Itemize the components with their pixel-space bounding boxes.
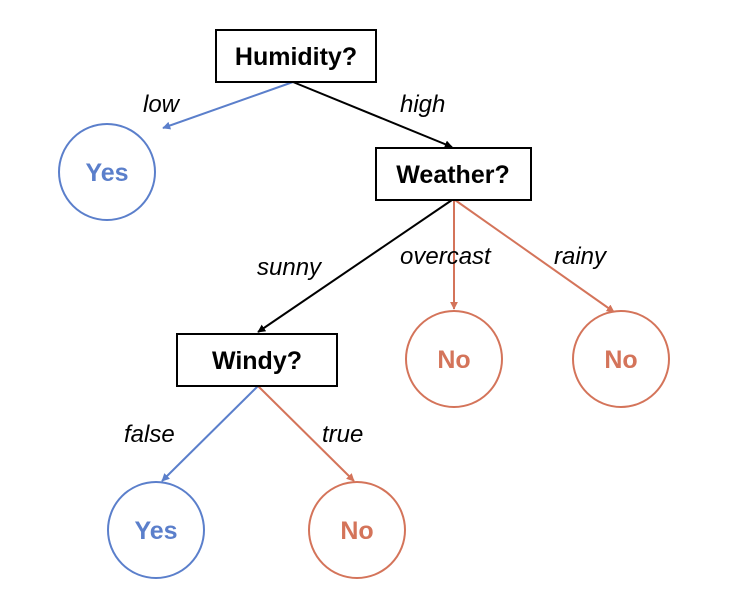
edge-high: [292, 81, 453, 148]
decision-label-windy: Windy?: [212, 347, 302, 375]
edge-sunny: [257, 199, 453, 333]
edge-label-rainy: rainy: [554, 243, 608, 270]
edge-label-sunny: sunny: [257, 254, 323, 281]
decision-label-weather: Weather?: [396, 161, 509, 189]
edge-low: [162, 81, 294, 130]
edge-label-true: true: [322, 421, 363, 448]
leaf-node-low: Yes: [58, 123, 156, 221]
edge-label-overcast: overcast: [400, 243, 492, 270]
leaf-node-true: No: [308, 481, 406, 579]
leaf-label-rainy: No: [604, 346, 637, 374]
leaf-node-overcast: No: [405, 310, 503, 408]
edge-label-false: false: [124, 421, 175, 448]
leaf-label-true: No: [340, 517, 373, 545]
edge-label-low: low: [143, 91, 181, 118]
decision-label-humidity: Humidity?: [235, 43, 357, 71]
leaf-node-rainy: No: [572, 310, 670, 408]
decision-node-humidity: Humidity?: [215, 29, 377, 83]
edge-label-high: high: [400, 91, 445, 118]
leaf-label-low: Yes: [85, 159, 128, 187]
edge-false: [161, 385, 259, 482]
decision-node-windy: Windy?: [176, 333, 338, 387]
leaf-node-false: Yes: [107, 481, 205, 579]
leaf-label-false: Yes: [134, 517, 177, 545]
edge-true: [257, 385, 355, 482]
decision-node-weather: Weather?: [375, 147, 532, 201]
leaf-label-overcast: No: [437, 346, 470, 374]
edge-rainy: [454, 199, 615, 313]
